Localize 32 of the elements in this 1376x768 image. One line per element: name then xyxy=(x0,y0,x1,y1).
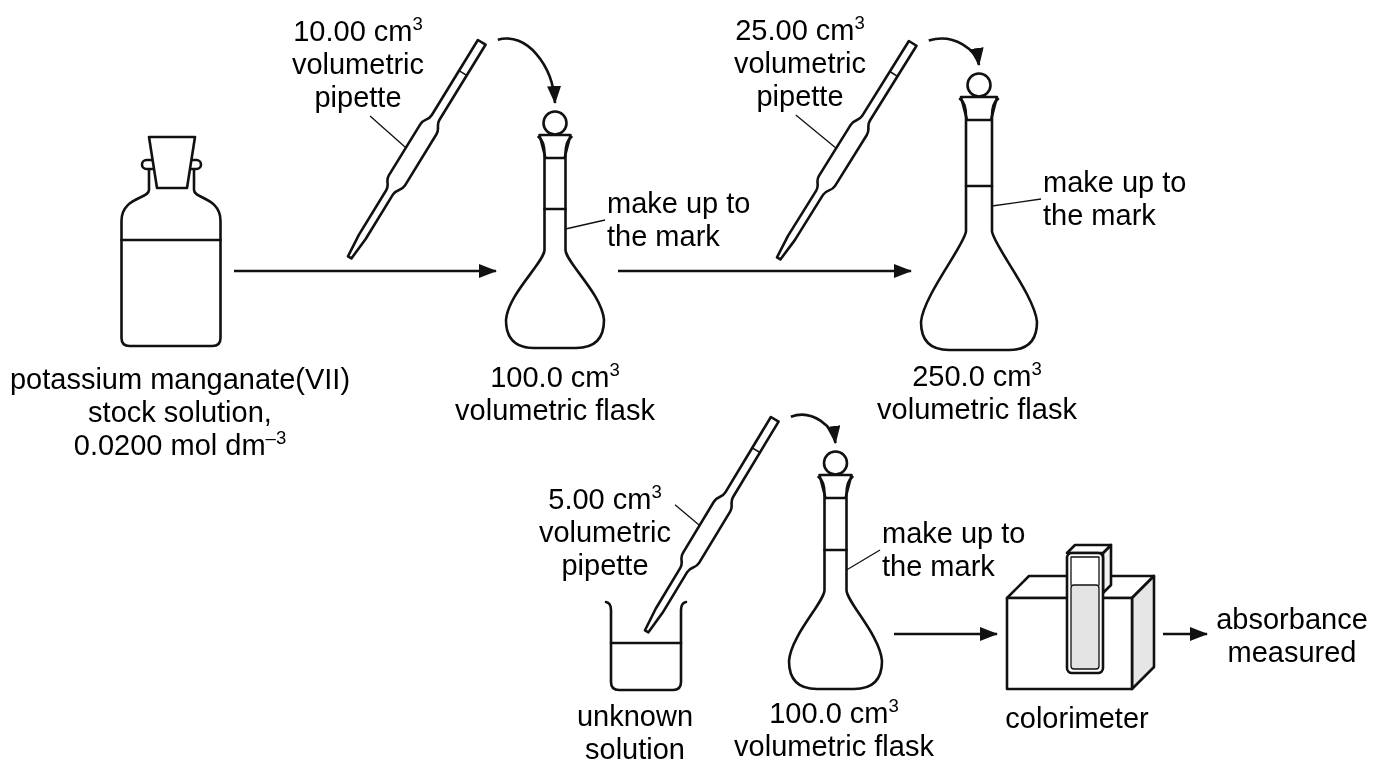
leader-line xyxy=(564,219,606,230)
pipette-label: 5.00 cm$^{3}$ volumetric pipette xyxy=(537,483,673,582)
leader-line xyxy=(991,198,1042,207)
curved-arrow xyxy=(928,37,982,66)
colorimeter xyxy=(1005,541,1157,691)
apparatus-caption: 100.0 cm$^{3}$ volumetric flask xyxy=(454,361,656,427)
apparatus-caption: unknown solution xyxy=(575,700,695,766)
annotation-label: make up to the mark xyxy=(607,187,759,253)
pipette-label: 10.00 cm$^{3}$ volumetric pipette xyxy=(288,15,428,114)
arrow xyxy=(1163,627,1208,641)
apparatus-caption: 100.0 cm$^{3}$ volumetric flask xyxy=(733,697,935,763)
leader-line xyxy=(674,504,701,527)
output-label: absorbance measured xyxy=(1213,603,1371,669)
annotation-label: make up to the mark xyxy=(882,517,1034,583)
apparatus-caption: 250.0 cm$^{3}$ volumetric flask xyxy=(876,360,1078,426)
curved-arrow xyxy=(790,413,839,444)
volumetric-flask xyxy=(504,110,606,350)
arrow xyxy=(618,264,912,278)
volumetric-flask xyxy=(919,72,1039,352)
curved-arrow xyxy=(497,37,561,104)
beaker xyxy=(604,600,688,692)
pipette-label: 25.00 cm$^{3}$ volumetric pipette xyxy=(730,14,870,113)
apparatus-caption: colorimeter xyxy=(1004,702,1150,735)
arrow xyxy=(234,264,497,278)
annotation-label: make up to the mark xyxy=(1043,166,1195,232)
reagent-bottle xyxy=(120,135,222,348)
volumetric-flask xyxy=(787,450,884,691)
arrow xyxy=(894,627,998,641)
leader-line xyxy=(845,549,881,571)
leader-line xyxy=(795,114,837,149)
apparatus-caption: potassium manganate(VII) stock solution, 0.0200 mol dm$^{–3}$ xyxy=(8,363,352,462)
leader-line xyxy=(369,115,407,149)
